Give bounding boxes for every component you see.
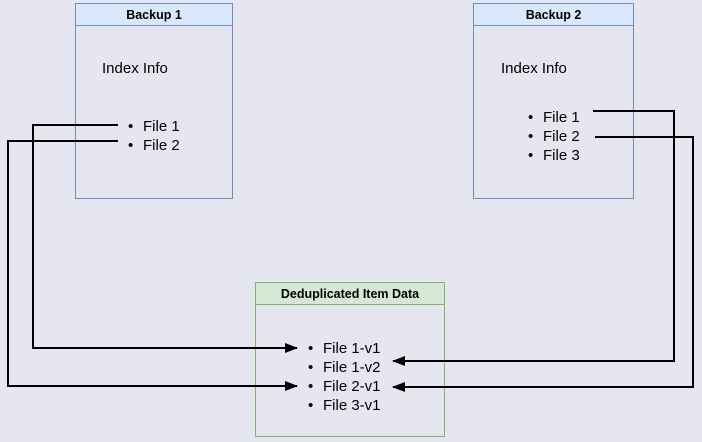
node-backup-2-header: Backup 2 bbox=[474, 4, 633, 26]
index-info-label: Index Info bbox=[102, 60, 168, 77]
backup-2-file-list: • File 1 • File 2 • File 3 bbox=[528, 108, 580, 165]
list-item: • File 2 bbox=[128, 136, 180, 155]
bullet-icon: • bbox=[528, 128, 534, 145]
list-item: • File 2 bbox=[528, 127, 580, 146]
node-title: Deduplicated Item Data bbox=[280, 286, 420, 301]
node-backup-2: Backup 2 Index Info • File 1 • File 2 • … bbox=[473, 3, 634, 199]
node-backup-1-header: Backup 1 bbox=[76, 4, 232, 26]
bullet-icon: • bbox=[308, 340, 314, 357]
index-info-label: Index Info bbox=[501, 60, 567, 77]
list-item: • File 1 bbox=[128, 117, 180, 136]
list-item: • File 3 bbox=[528, 146, 580, 165]
file-version-label: File 1-v1 bbox=[323, 340, 381, 357]
file-label: File 2 bbox=[543, 128, 580, 145]
file-version-label: File 2-v1 bbox=[323, 378, 381, 395]
file-label: File 2 bbox=[143, 137, 180, 154]
bullet-icon: • bbox=[308, 397, 314, 414]
file-label: File 1 bbox=[543, 109, 580, 126]
backup-1-file-list: • File 1 • File 2 bbox=[128, 117, 180, 155]
file-version-label: File 3-v1 bbox=[323, 397, 381, 414]
bullet-icon: • bbox=[528, 109, 534, 126]
file-label: File 1 bbox=[143, 118, 180, 135]
dedup-item-list: • File 1-v1 • File 1-v2 • File 2-v1 • Fi… bbox=[308, 339, 381, 415]
file-label: File 3 bbox=[543, 147, 580, 164]
list-item: • File 1-v1 bbox=[308, 339, 381, 358]
bullet-icon: • bbox=[308, 359, 314, 376]
bullet-icon: • bbox=[308, 378, 314, 395]
node-dedup-header: Deduplicated Item Data bbox=[256, 283, 444, 305]
bullet-icon: • bbox=[528, 147, 534, 164]
node-title: Backup 2 bbox=[525, 7, 582, 22]
node-title: Backup 1 bbox=[126, 7, 182, 22]
list-item: • File 1-v2 bbox=[308, 358, 381, 377]
list-item: • File 2-v1 bbox=[308, 377, 381, 396]
node-backup-1: Backup 1 Index Info • File 1 • File 2 bbox=[75, 3, 233, 199]
bullet-icon: • bbox=[128, 118, 134, 135]
file-version-label: File 1-v2 bbox=[323, 359, 381, 376]
bullet-icon: • bbox=[128, 137, 134, 154]
list-item: • File 1 bbox=[528, 108, 580, 127]
list-item: • File 3-v1 bbox=[308, 396, 381, 415]
node-deduplicated-item-data: Deduplicated Item Data • File 1-v1 • Fil… bbox=[255, 282, 445, 437]
